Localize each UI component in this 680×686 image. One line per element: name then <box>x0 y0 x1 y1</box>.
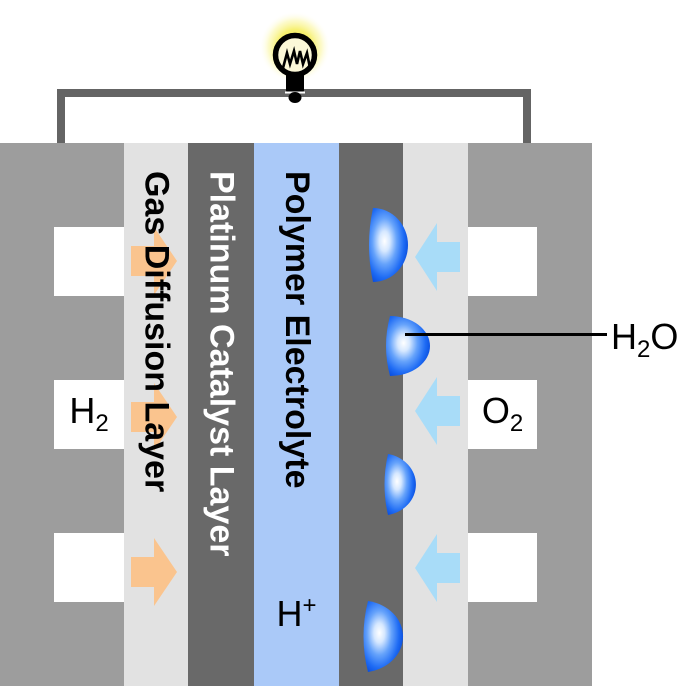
circuit-wire-left <box>57 89 65 143</box>
gas-channel <box>54 533 124 602</box>
h-plus-label: H+ <box>276 592 317 634</box>
o2-label: O2 <box>481 389 524 438</box>
light-bulb-icon <box>249 1 341 103</box>
h2-label: H2 <box>69 389 109 438</box>
h2o-label: H2O <box>611 316 679 364</box>
h2o-callout-line <box>405 333 607 336</box>
platinum-catalyst-layer-anode: Platinum Catalyst Layer <box>188 143 254 686</box>
bulb-filament <box>281 45 312 69</box>
gas-channel <box>468 227 537 296</box>
bulb-base-tip <box>288 92 302 103</box>
gas-channel <box>54 227 124 296</box>
platinum-catalyst-layer-label: Platinum Catalyst Layer <box>202 171 241 557</box>
gas-channel <box>468 533 537 602</box>
gas-diffusion-layer-label: Gas Diffusion Layer <box>137 171 176 493</box>
gas-channel-h2: H2 <box>54 380 124 449</box>
polymer-electrolyte-label: Polymer Electrolyte <box>278 171 316 489</box>
polymer-electrolyte-layer: Polymer Electrolyte <box>254 143 339 686</box>
circuit-wire-right <box>523 89 531 143</box>
platinum-catalyst-layer-cathode <box>339 143 403 686</box>
bulb-base <box>286 73 304 92</box>
gas-channel-o2: O2 <box>468 380 537 449</box>
